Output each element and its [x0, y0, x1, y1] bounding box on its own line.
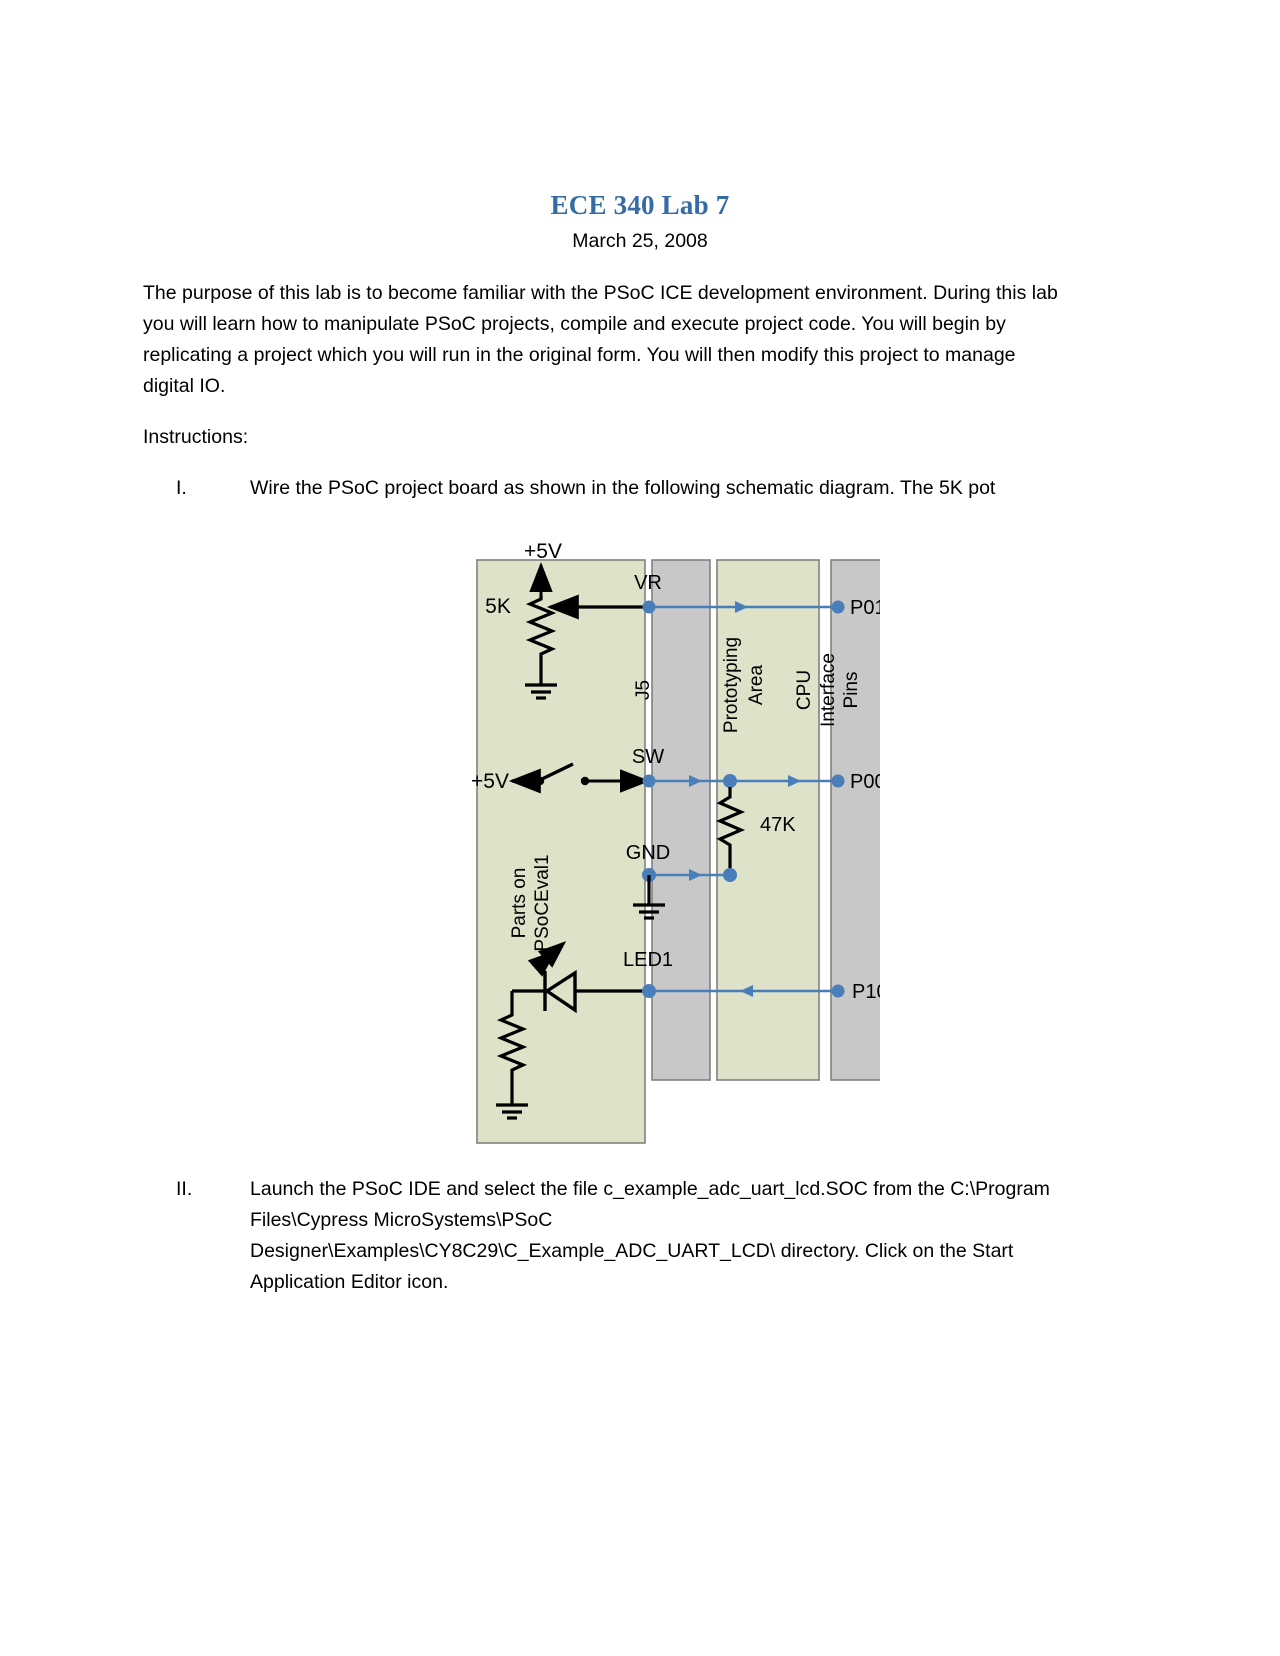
label-led1: LED1 — [623, 949, 673, 971]
led-circuit — [496, 941, 648, 1120]
ground-symbol-j5 — [633, 875, 665, 920]
psoc-wiring-schematic: J5 Prototyping Area CPU Interface Pins P… — [440, 525, 880, 1150]
label-p00: P00 — [850, 771, 880, 793]
switch-circuit: +5V — [471, 762, 650, 794]
label-p10: P10 — [852, 981, 880, 1003]
wire-led1-to-p10 — [642, 984, 845, 998]
label-prototyping-area-line1: Prototyping — [721, 637, 742, 733]
pulldown-resistor-47k: 47K — [715, 787, 796, 882]
wire-vr-to-p01 — [642, 600, 845, 614]
panel-j5 — [651, 559, 711, 1081]
label-j5: J5 — [633, 680, 654, 700]
label-parts-on-line1: Parts on — [509, 868, 530, 939]
label-47k: 47K — [760, 814, 796, 836]
label-cpu-line1: CPU — [794, 670, 815, 710]
label-supply-switch: +5V — [471, 770, 509, 793]
intro-paragraph: The purpose of this lab is to become fam… — [143, 282, 1058, 397]
panel-prototyping-area — [716, 559, 820, 1081]
instructions-label: Instructions: — [143, 426, 249, 448]
instruction-item-2: II. Launch the PSoC IDE and select the f… — [143, 1174, 1078, 1298]
label-cpu-line3: Pins — [841, 672, 862, 709]
potentiometer-5k: +5V 5K — [485, 540, 649, 700]
label-parts-on-line2: PSoCEval1 — [532, 854, 553, 951]
list-text-2: Launch the PSoC IDE and select the file … — [250, 1178, 1050, 1293]
label-prototyping-area-line2: Area — [746, 665, 767, 706]
label-gnd: GND — [626, 842, 670, 864]
list-text-1: Wire the PSoC project board as shown in … — [250, 477, 996, 499]
document-date: March 25, 2008 — [572, 230, 708, 252]
list-marker-2: II. — [176, 1178, 193, 1200]
wire-sw-to-p00 — [642, 774, 845, 788]
label-sw: SW — [632, 746, 664, 768]
label-supply-top: +5V — [524, 540, 562, 563]
label-cpu-line2: Interface — [818, 653, 839, 727]
instruction-item-1: I. Wire the PSoC project board as shown … — [143, 473, 1078, 504]
page-title: ECE 340 Lab 7 — [550, 190, 730, 220]
list-marker-1: I. — [176, 477, 187, 499]
label-5k: 5K — [485, 595, 511, 618]
label-vr: VR — [634, 572, 662, 594]
panel-parts-on-psoceval1 — [476, 559, 646, 1144]
label-p01: P01 — [850, 597, 880, 619]
